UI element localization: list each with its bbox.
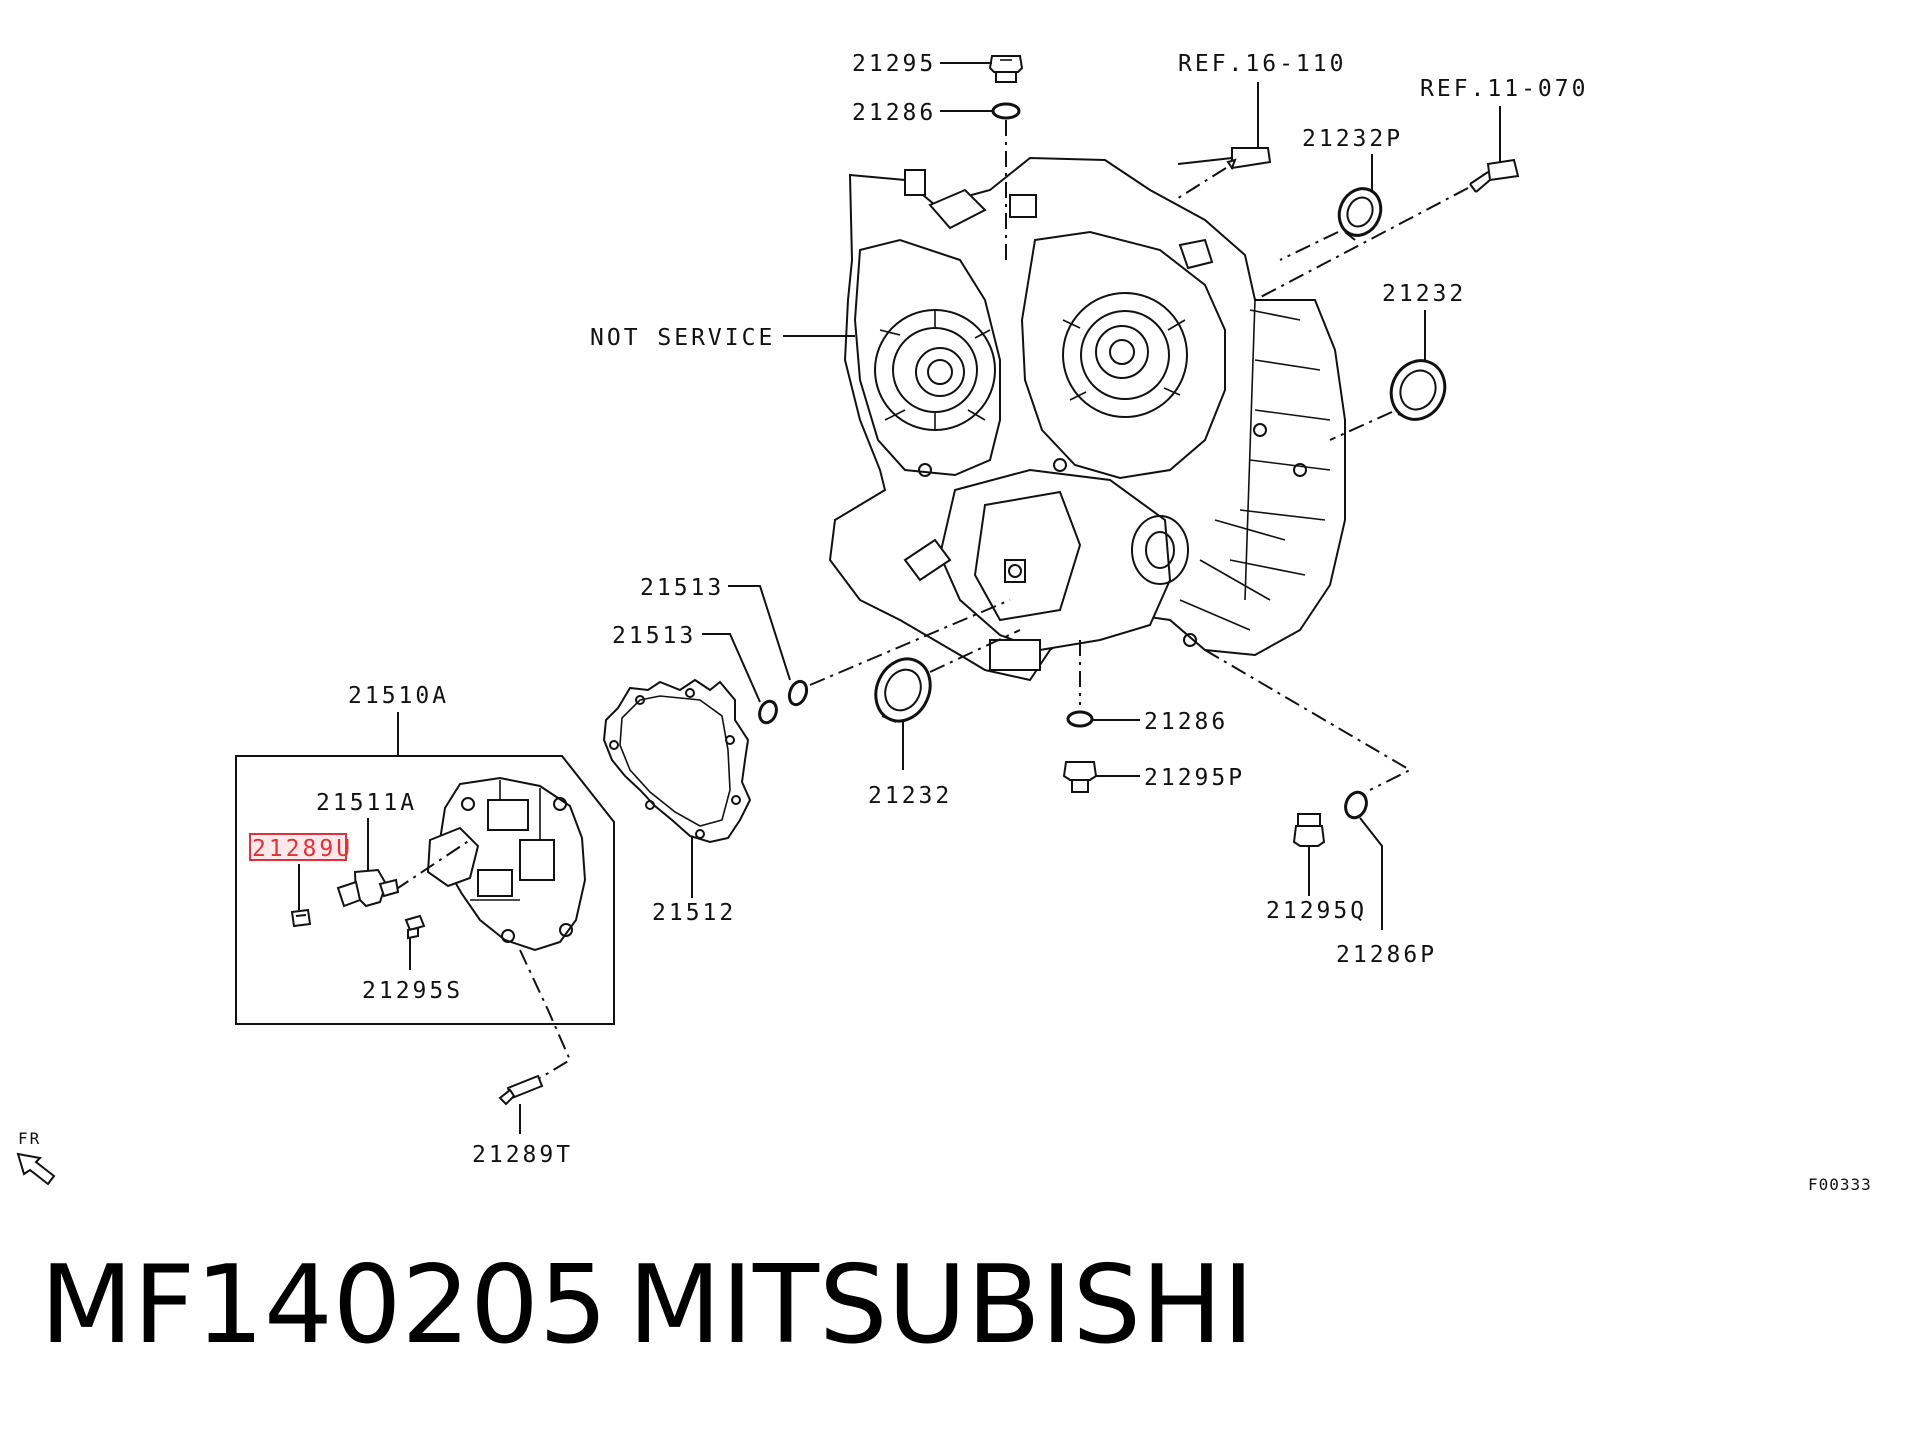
label-21286-top: 21286: [852, 100, 936, 126]
o-ring-21513-a: [787, 679, 809, 707]
axis-21511A: [394, 839, 471, 891]
label-21232-right: 21232: [1382, 281, 1466, 307]
label-21295: 21295: [852, 51, 936, 77]
gasket-21286P: [1344, 790, 1368, 820]
label-21295P: 21295P: [1144, 765, 1245, 791]
axis-ref-16: [1174, 167, 1227, 201]
label-21295Q: 21295Q: [1266, 898, 1367, 924]
oil-seal-21232P: [1337, 187, 1383, 241]
axis-ref-11: [1254, 187, 1469, 301]
bolt-ref-11: [1469, 158, 1520, 193]
leader-21513-b: [702, 633, 761, 703]
gasket-21286-top: [991, 102, 1021, 120]
label-ref-11-070: REF.11-070: [1420, 76, 1588, 102]
axis-21289T: [519, 949, 572, 1079]
label-21295S: 21295S: [362, 978, 463, 1004]
axis-o-rings: [809, 599, 1011, 686]
o-ring-21513-b: [758, 699, 778, 725]
front-arrow-icon: [16, 1152, 56, 1186]
oil-seal-21232-right: [1389, 359, 1447, 421]
label-21232-bottom: 21232: [868, 783, 952, 809]
axis-21232-right: [1329, 411, 1393, 441]
leader-21286P: [1359, 817, 1383, 930]
label-21512: 21512: [652, 900, 736, 926]
figure-code: F00333: [1808, 1175, 1872, 1194]
label-21513-a: 21513: [640, 575, 724, 601]
label-21289T: 21289T: [472, 1142, 573, 1168]
transmission-case: [828, 156, 1346, 682]
label-21511A: 21511A: [316, 790, 417, 816]
label-21510A: 21510A: [348, 683, 449, 709]
footer-part-number: MF140205: [40, 1243, 608, 1368]
label-21286P: 21286P: [1336, 942, 1437, 968]
bolt-21289T: [498, 1074, 544, 1106]
axis-21232P: [1279, 231, 1339, 261]
bolt-21289U: [290, 908, 312, 928]
label-not-service: NOT SERVICE: [590, 325, 775, 351]
label-21513-b: 21513: [612, 623, 696, 649]
label-ref-16-110: REF.16-110: [1178, 51, 1346, 77]
highlight-box-21289U: [249, 833, 347, 861]
gasket-21286-mid: [1066, 710, 1094, 728]
plug-21295S: [404, 914, 426, 940]
assembly-box-21510A: [235, 755, 615, 1025]
cover-assembly: [426, 776, 587, 952]
sensor-21511A: [336, 868, 400, 908]
gasket-21512: [602, 678, 752, 844]
label-21286-mid: 21286: [1144, 709, 1228, 735]
leader-21513-a: [728, 585, 791, 681]
label-fr: FR: [18, 1129, 41, 1148]
plug-21295P: [1062, 761, 1098, 793]
label-21232P: 21232P: [1302, 126, 1403, 152]
plug-21295-top: [988, 55, 1024, 83]
bolt-ref-16: [1177, 147, 1272, 171]
oil-seal-21232-bottom: [874, 657, 932, 723]
plug-21295Q: [1292, 813, 1326, 847]
label-21289U: 21289U: [252, 836, 353, 862]
footer-brand: MITSUBISHI: [628, 1243, 1254, 1368]
